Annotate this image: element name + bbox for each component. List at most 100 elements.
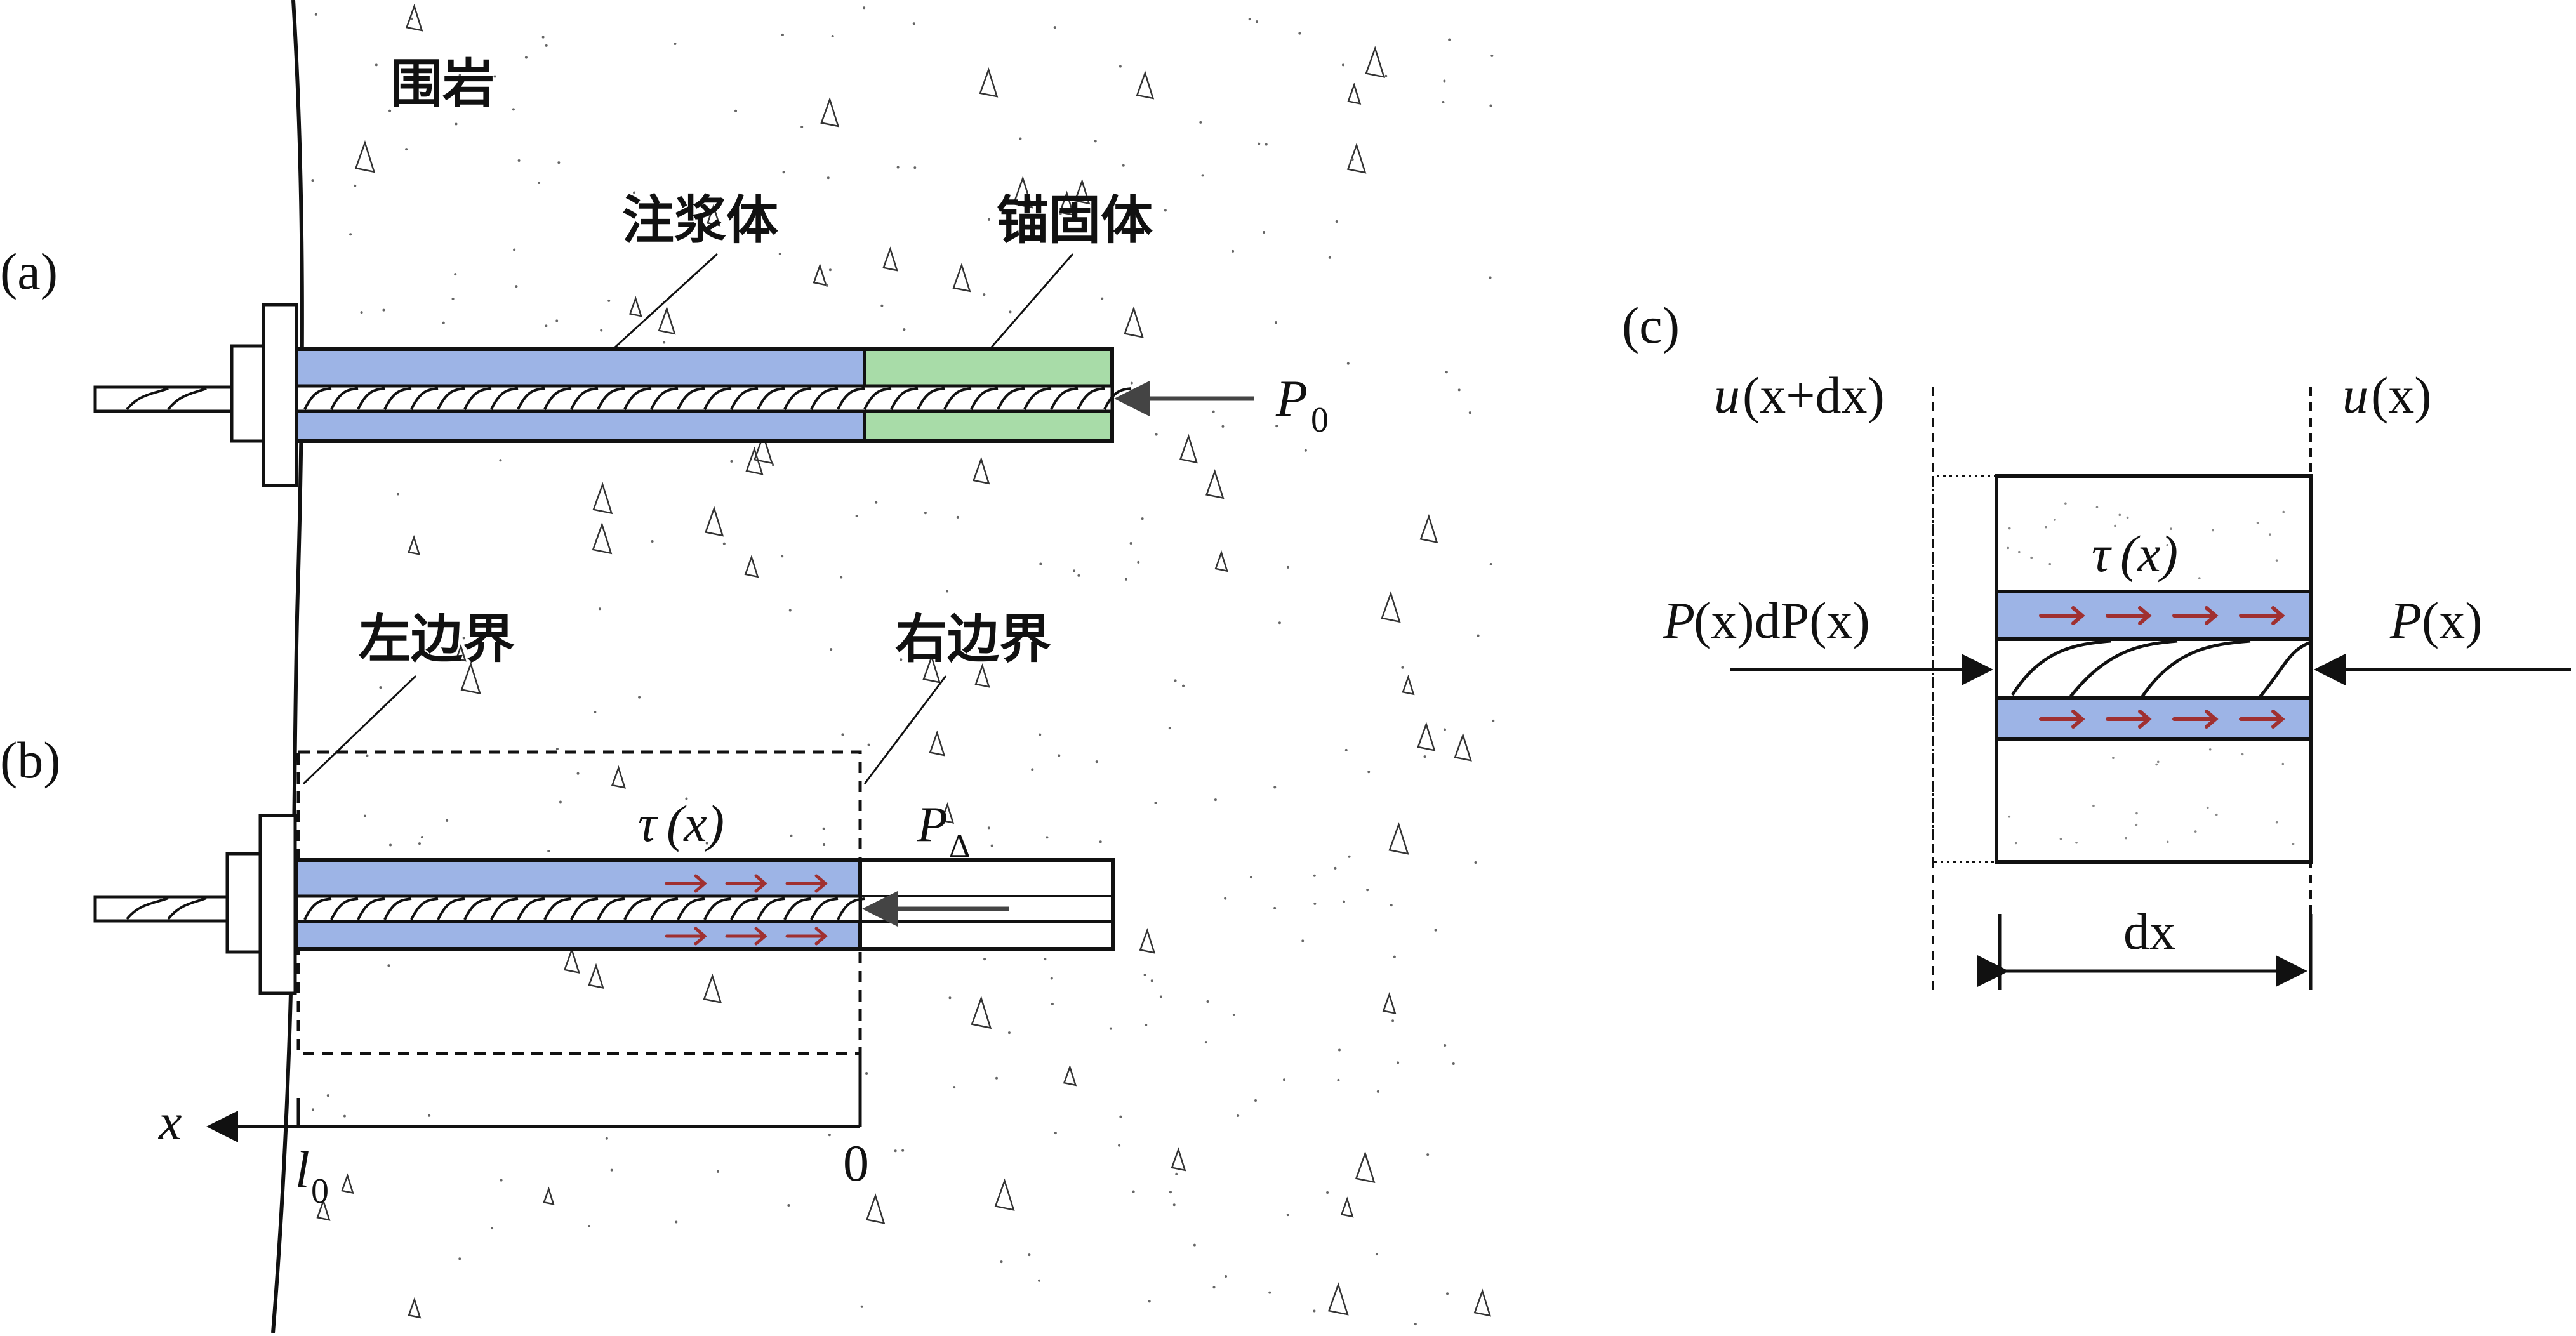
- aggregate-mark: [704, 506, 724, 537]
- speckle-dot: [458, 1257, 461, 1260]
- speckle-dot: [1201, 174, 1204, 177]
- rod-thread-outer-a: [126, 387, 207, 411]
- speckle-dot: [314, 13, 317, 16]
- element-texture: [2007, 502, 2295, 845]
- speckle-dot: [781, 555, 784, 558]
- speckle-dot: [828, 268, 832, 272]
- speckle-dot: [607, 299, 611, 302]
- aggregate-mark: [1382, 991, 1397, 1015]
- speckle-dot: [1248, 18, 1251, 21]
- speckle-dot: [605, 1137, 608, 1140]
- aggregate-mark: [744, 554, 759, 578]
- panel-b-label: (b): [0, 731, 61, 789]
- speckle-dot: [1334, 866, 1337, 870]
- speckle-dot: [1344, 748, 1348, 751]
- speckle-dot: [2170, 527, 2172, 530]
- speckle-dot: [2095, 506, 2099, 509]
- aggregate-mark: [1179, 433, 1198, 464]
- speckle-dot: [389, 843, 392, 847]
- speckle-dot: [396, 493, 399, 496]
- shear-arrow: [2039, 710, 2085, 729]
- l0-subscript: 0: [311, 1172, 329, 1211]
- speckle-dot: [1452, 1062, 1455, 1065]
- speckle-dot: [1401, 666, 1404, 669]
- rock-face-curve: [271, 0, 304, 1333]
- speckle-dot: [1390, 904, 1393, 907]
- aggregate-mark: [455, 644, 467, 662]
- left-boundary-label: 左边界: [359, 609, 515, 670]
- aggregate-mark: [1419, 513, 1438, 544]
- speckle-dot: [343, 1114, 346, 1118]
- speckle-dot: [1328, 256, 1331, 259]
- speckle-dot: [524, 56, 528, 59]
- speckle-dot: [901, 1149, 905, 1152]
- speckle-dot: [454, 273, 457, 276]
- speckle-dot: [1258, 142, 1261, 145]
- aggregate-mark: [1205, 469, 1225, 499]
- speckle-dot: [983, 293, 986, 296]
- speckle-dot: [1268, 1291, 1271, 1294]
- shear-arrow: [2239, 606, 2285, 625]
- speckle-dot: [1448, 38, 1451, 41]
- aggregate-mark: [1139, 928, 1156, 954]
- speckle-dot: [2125, 837, 2127, 840]
- speckle-dot: [912, 22, 915, 25]
- speckle-dot: [2194, 830, 2197, 833]
- speckle-dot: [455, 122, 458, 126]
- speckle-dot: [2048, 562, 2052, 565]
- speckle-dot: [1214, 798, 1217, 802]
- speckle-dot: [827, 176, 830, 180]
- aggregate-mark: [588, 963, 604, 989]
- shear-arrow: [2039, 606, 2085, 625]
- speckle-dot: [1444, 1043, 1447, 1047]
- speckle-dot: [790, 834, 793, 837]
- aggregate-mark: [408, 1297, 422, 1319]
- speckle-dot: [491, 1227, 494, 1230]
- speckle-dot: [2275, 821, 2278, 824]
- aggregate-mark: [354, 140, 376, 173]
- nut-a: [230, 344, 267, 443]
- speckle-dot: [865, 1071, 868, 1075]
- speckle-dot: [1286, 1214, 1289, 1217]
- speckle-dot: [1038, 1279, 1041, 1282]
- speckle-dot: [1154, 802, 1157, 805]
- aggregate-mark: [952, 262, 971, 293]
- panel-b: (b) 左边界 右边界 P Δ τ (x) x: [0, 609, 1115, 1211]
- speckle-dot: [428, 1114, 431, 1117]
- speckle-dot: [674, 42, 677, 45]
- speckle-dot: [1199, 121, 1202, 124]
- speckle-dot: [1391, 1019, 1395, 1022]
- speckle-dot: [1351, 158, 1354, 161]
- speckle-dot: [538, 181, 541, 184]
- speckle-dot: [1046, 836, 1049, 839]
- aggregate-mark: [1059, 190, 1075, 216]
- speckle-dot: [576, 772, 580, 775]
- speckle-dot: [2007, 546, 2010, 550]
- speckle-dot: [1348, 855, 1351, 858]
- speckle-dot: [1000, 1260, 1003, 1264]
- speckle-dot: [1477, 634, 1480, 637]
- speckle-dot: [1044, 958, 1047, 961]
- speckle-dot: [588, 1225, 591, 1228]
- speckle-dot: [1489, 104, 1492, 107]
- tau-arg-c: (x): [2120, 525, 2178, 583]
- speckle-dot: [840, 576, 843, 579]
- speckle-dot: [2275, 559, 2278, 562]
- shear-arrow: [665, 927, 707, 946]
- speckle-dot: [953, 1086, 956, 1089]
- speckle-dot: [559, 800, 562, 804]
- speckle-dot: [1039, 733, 1042, 736]
- aggregate-mark: [929, 730, 946, 757]
- speckle-dot: [1346, 362, 1350, 365]
- speckle-dot: [633, 191, 636, 194]
- speckle-dot: [860, 1305, 863, 1308]
- speckle-dot: [2008, 527, 2011, 530]
- speckle-dot: [1326, 1191, 1329, 1194]
- speckle-dot: [831, 35, 834, 38]
- aggregate-mark: [543, 1186, 555, 1205]
- force-left-symbol: P: [1663, 592, 1695, 649]
- panel-a-label: (a): [0, 242, 58, 300]
- aggregate-mark: [341, 1173, 354, 1194]
- aggregate-mark: [1365, 46, 1386, 78]
- speckle-dot: [1263, 231, 1266, 234]
